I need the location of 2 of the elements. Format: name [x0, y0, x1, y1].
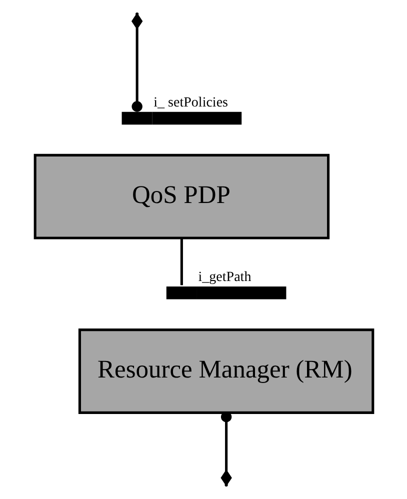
node-label: i_getPath [198, 270, 251, 286]
node-label: i_ setPolicies [153, 95, 228, 110]
